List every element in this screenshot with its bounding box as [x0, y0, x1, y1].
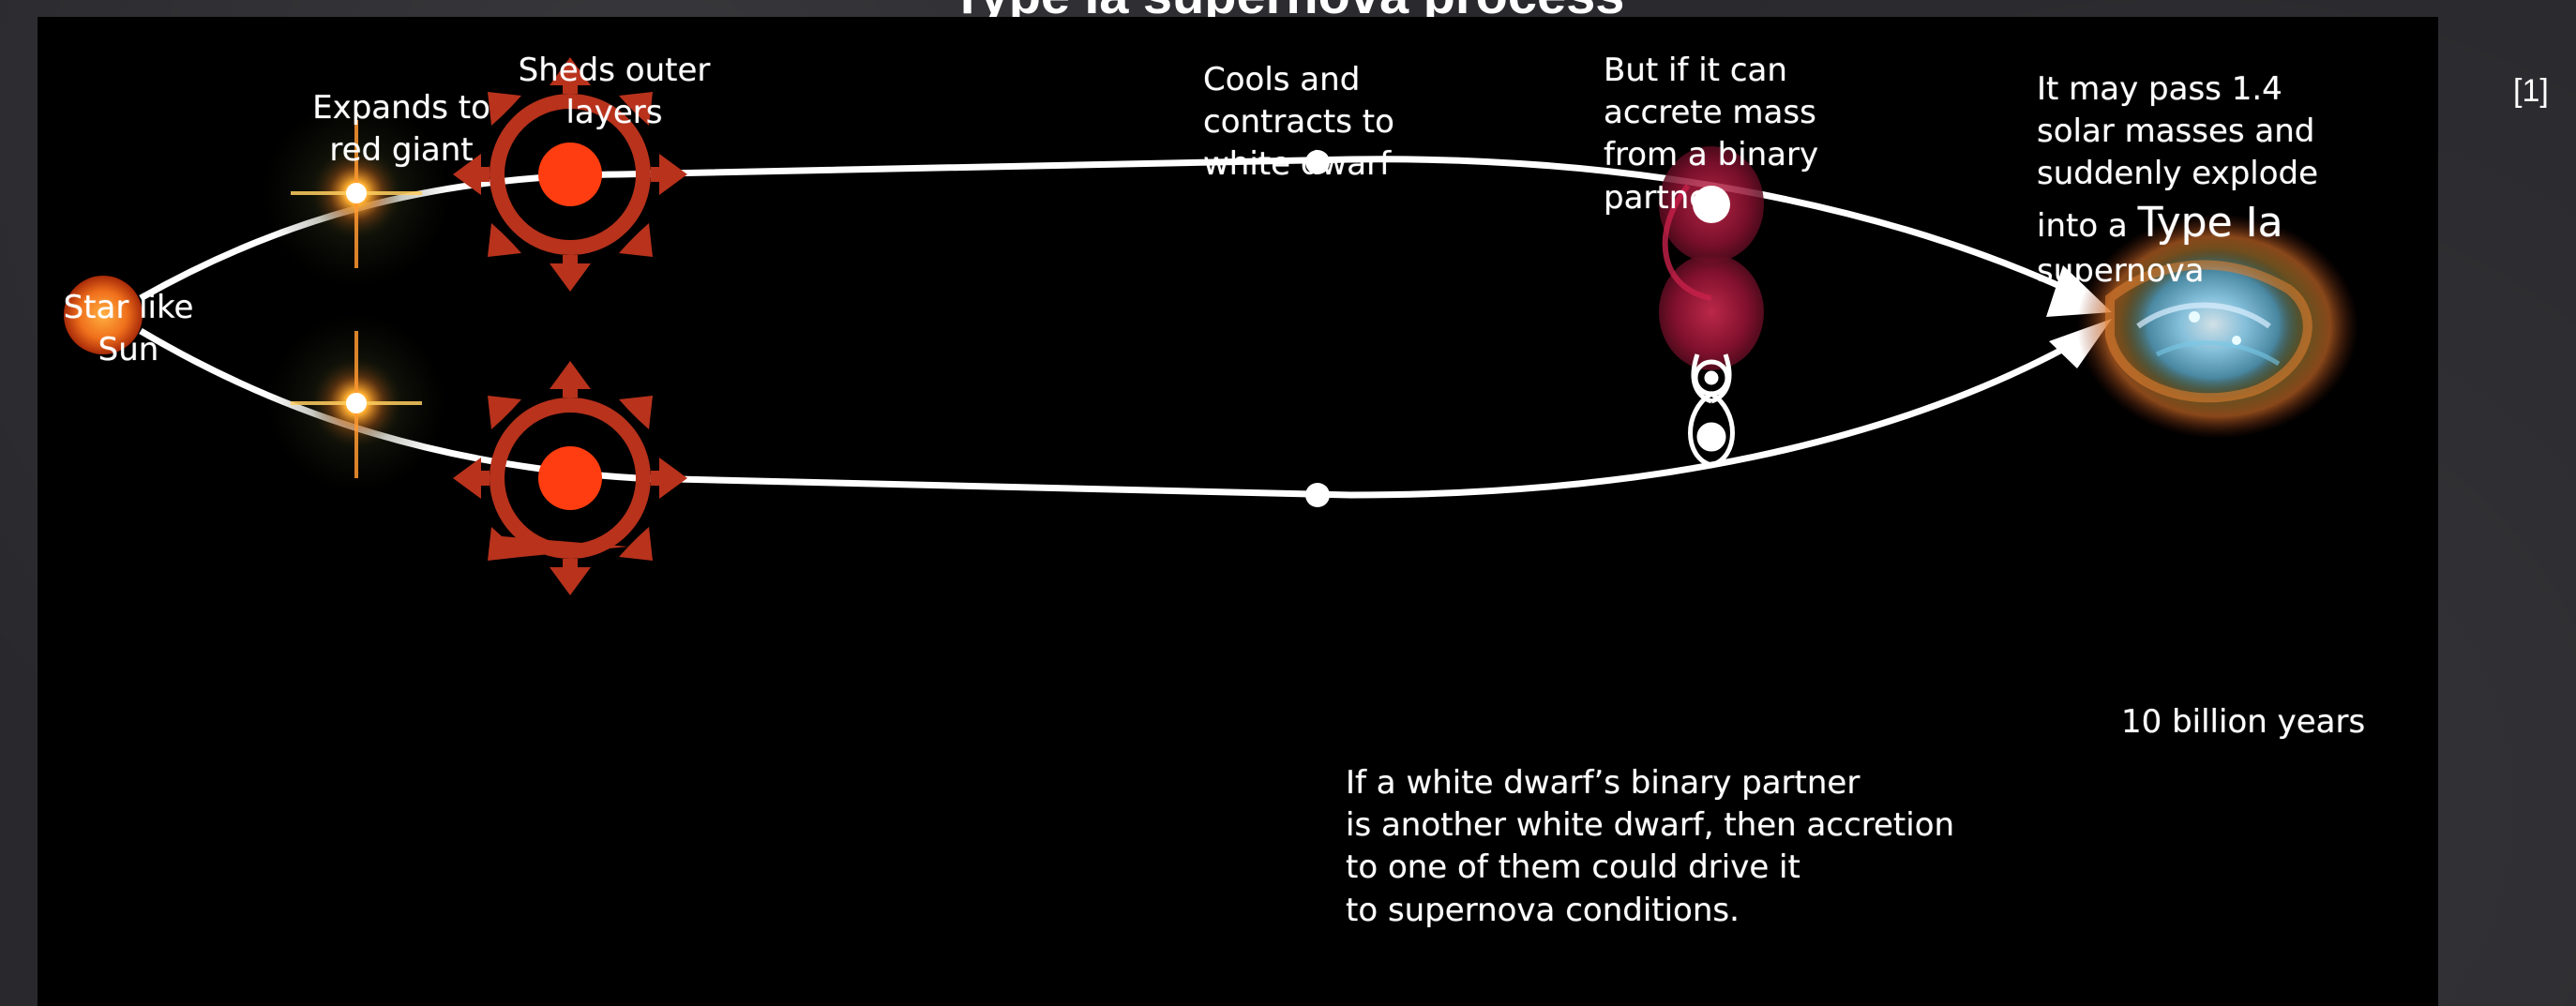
red-giant-lower-icon — [267, 314, 445, 492]
label-expands-to-red-giant: Expands to red giant — [298, 87, 505, 172]
label-star-like-sun: Star like Sun — [58, 287, 199, 371]
label-sheds-outer-layers: Sheds outer layers — [506, 50, 722, 134]
label-ten-billion-years: 10 billion years — [2121, 701, 2421, 743]
planetary-nebula-lower-icon — [453, 361, 687, 595]
white-dwarf-lower-icon — [1305, 483, 1330, 507]
double-white-dwarf-icon — [1691, 354, 1733, 465]
label-pass-chandrasekhar-limit: It may pass 1.4 solar masses and suddenl… — [2037, 68, 2412, 293]
reference-marker: [1] — [2513, 73, 2549, 110]
label-accrete-mass: But if it can accrete mass from a binary… — [1604, 50, 1885, 219]
label-binary-white-dwarf: If a white dwarf’s binary partner is ano… — [1346, 762, 2058, 932]
title-band: Type Ia supernova process — [0, 0, 2576, 17]
label-cools-and-contracts: Cools and contracts to white dwarf — [1203, 59, 1447, 187]
label-supernova-word: supernova — [2037, 252, 2204, 290]
diagram-panel: Star like Sun Expands to red giant Sheds… — [38, 17, 2438, 1006]
label-type-ia: Type Ia — [2138, 199, 2283, 247]
page-title: Type Ia supernova process — [0, 0, 2576, 17]
